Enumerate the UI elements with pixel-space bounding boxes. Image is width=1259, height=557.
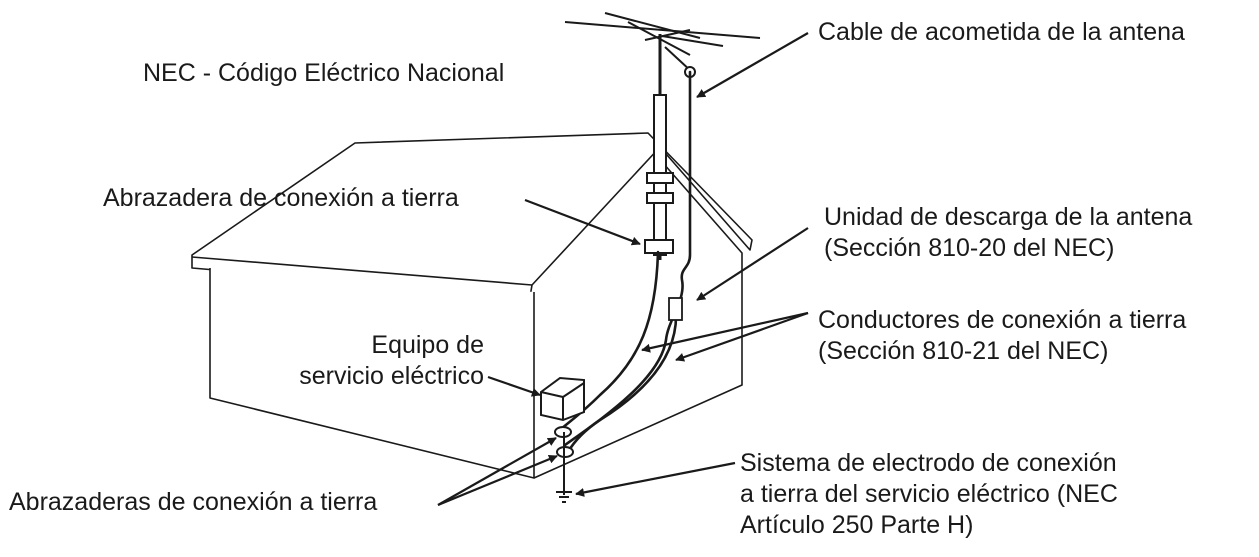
label-ground-clamps: Abrazaderas de conexión a tierra [9,488,378,516]
lead-in-cable [563,70,692,447]
arrow-discharge-unit [696,227,809,301]
label-electrode-system: Sistema de electrodo de conexión a tierr… [740,448,1118,541]
mast-clamp-upper [646,172,674,184]
arrow-conductor-1 [641,311,809,353]
pointer-arrows [437,32,809,507]
label-service-equipment-line2: servicio eléctrico [299,362,484,390]
arrow-conductor-2 [675,311,809,362]
antenna [564,12,761,260]
label-electrode-system-line3: Artículo 250 Parte H) [740,511,974,539]
arrow-clamp-lower [437,454,558,507]
arrow-ground-clamp [524,198,641,246]
label-discharge-unit: Unidad de descarga de la antena (Sección… [824,202,1192,264]
mast-clamp-lower [644,239,674,254]
front-wall [209,268,535,479]
house [191,132,753,479]
ground-rod-assembly [554,426,574,503]
wiring [558,70,692,454]
label-grounding-conductors: Conductores de conexión a tierra (Secció… [818,305,1186,367]
label-service-equipment: Equipo de servicio eléctrico [268,330,484,392]
label-discharge-unit-line1: Unidad de descarga de la antena [824,203,1193,231]
arrow-electrode [575,461,736,497]
label-grounding-conductors-line1: Conductores de conexión a tierra [818,306,1187,334]
label-ground-clamp: Abrazadera de conexión a tierra [103,184,459,212]
label-discharge-unit-line2: (Sección 810-20 del NEC) [824,234,1115,262]
nec-title: NEC - Código Eléctrico Nacional [143,59,505,87]
label-electrode-system-line1: Sistema de electrodo de conexión [740,449,1117,477]
label-antenna-lead-in-wire: Cable de acometida de la antena [818,18,1185,46]
arrow-lead-in [696,32,809,98]
antenna-discharge-unit [668,297,683,321]
service-equipment-box [540,376,585,422]
arrow-service-equipment [487,375,541,397]
grounding-conductor-discharge [566,310,678,454]
roof [191,132,753,298]
side-wall [533,162,743,479]
label-electrode-system-line2: a tierra del servicio eléctrico (NEC [740,480,1118,508]
label-grounding-conductors-line2: (Sección 810-21 del NEC) [818,337,1109,365]
grounding-conductor-mast [558,250,660,432]
label-service-equipment-line1: Equipo de [371,331,484,359]
arrow-clamp-upper [437,437,557,506]
